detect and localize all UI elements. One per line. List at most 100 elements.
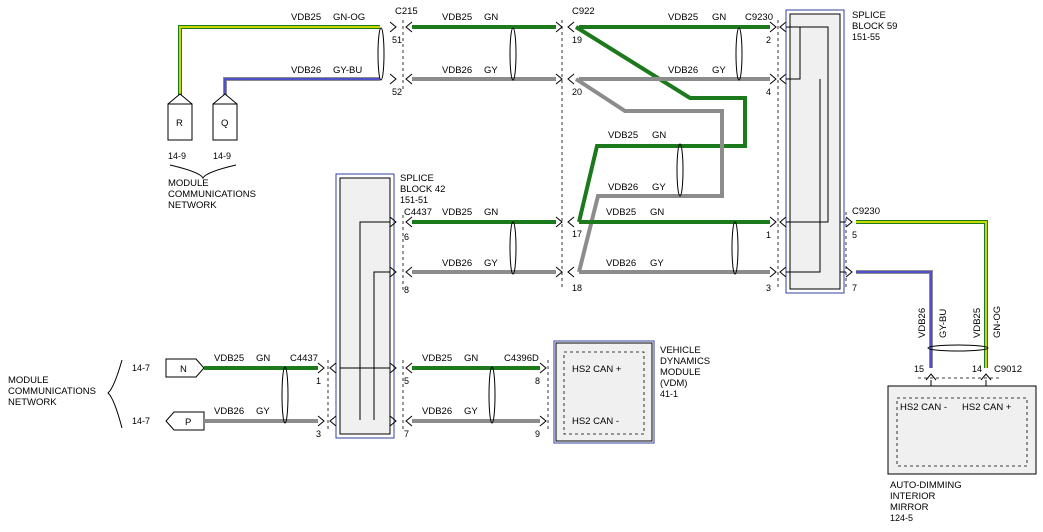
arrow-left-1a bbox=[317, 362, 325, 374]
arrow-18b bbox=[567, 266, 575, 278]
tag-p-label: P bbox=[185, 417, 191, 428]
connector-tag-n bbox=[165, 358, 205, 378]
pin-19: 19 bbox=[572, 35, 582, 45]
vdb26-label-2: VDB26 bbox=[442, 65, 472, 76]
gn-label-2: GN bbox=[484, 12, 498, 23]
arrow-c922-19a bbox=[555, 21, 563, 33]
c922-label: C922 bbox=[572, 6, 595, 17]
vdb26-label-5: VDB26 bbox=[442, 258, 472, 269]
pin-9-vdm: 9 bbox=[535, 429, 540, 439]
arrow-8b bbox=[405, 266, 413, 278]
splice42-line1: SPLICE bbox=[400, 173, 434, 184]
wire-vdb26-cross bbox=[574, 77, 724, 273]
pin-3-c9230: 3 bbox=[766, 283, 771, 293]
arrow-c9230-2b bbox=[779, 21, 787, 33]
ref-n: 14-7 bbox=[132, 363, 150, 373]
vdb26-label-1: VDB26 bbox=[291, 65, 321, 76]
splice-42-link-b bbox=[373, 271, 390, 420]
pin-51: 51 bbox=[392, 35, 402, 45]
arrow-c9230-3a bbox=[769, 266, 777, 278]
arrow-c9230-4b bbox=[779, 73, 787, 85]
ref-p: 14-7 bbox=[132, 416, 150, 426]
c4437-label-lower: C4437 bbox=[290, 353, 318, 364]
vdm-ref: 41-1 bbox=[660, 389, 678, 399]
gy-bu-label: GY-BU bbox=[333, 65, 362, 76]
mcn-top-line1: MODULE bbox=[168, 178, 209, 189]
c9230-label-right: C9230 bbox=[852, 206, 880, 217]
vdm-can-plus: HS2 CAN + bbox=[572, 364, 622, 375]
arrow-c9230-2a bbox=[769, 21, 777, 33]
gy-label-8: GY bbox=[464, 406, 478, 417]
arrow-17b bbox=[567, 216, 575, 228]
mcn-left-line2: COMMUNICATIONS bbox=[8, 386, 96, 397]
arrow-c9230-1a bbox=[769, 216, 777, 228]
ref-q: 14-9 bbox=[213, 151, 231, 161]
c4396d-label: C4396D bbox=[504, 353, 539, 364]
gn-label-4: GN bbox=[652, 130, 666, 141]
arrow-8-vdma bbox=[539, 362, 547, 374]
vdb25-label-mirror: VDB25 bbox=[972, 308, 983, 338]
connector-tag-r bbox=[167, 93, 193, 141]
pin-20: 20 bbox=[572, 87, 582, 97]
splice59-line1: SPLICE bbox=[852, 10, 886, 21]
vdb26-label-mirror: VDB26 bbox=[917, 308, 928, 338]
wire-vdb26-top-mcn bbox=[223, 77, 380, 104]
gy-bu-label-mirror: GY-BU bbox=[938, 309, 949, 338]
c215-label: C215 bbox=[395, 6, 418, 17]
arrow-18a bbox=[555, 266, 563, 278]
twist-6 bbox=[281, 366, 289, 424]
wire-vdb25-cross bbox=[574, 25, 747, 223]
pin-3-left: 3 bbox=[316, 429, 321, 439]
arrow-c922-19b bbox=[567, 21, 575, 33]
tag-r-label: R bbox=[176, 118, 183, 129]
vdb25-label-3: VDB25 bbox=[668, 12, 698, 23]
mcn-left-line3: NETWORK bbox=[8, 397, 57, 408]
splice-59-link-a bbox=[786, 26, 801, 80]
mirror-module bbox=[887, 385, 1037, 475]
gy-label-2: GY bbox=[484, 65, 498, 76]
gy-label-7: GY bbox=[256, 406, 270, 417]
arrow-left-3a bbox=[317, 415, 325, 427]
gn-label-8: GN bbox=[464, 353, 478, 364]
twist-4 bbox=[509, 221, 517, 275]
arrow-c215-52b bbox=[405, 73, 413, 85]
mirror-inner bbox=[896, 397, 1028, 467]
gn-og-label-mirror: GN-OG bbox=[992, 306, 1003, 338]
arrow-6b bbox=[405, 216, 413, 228]
vdm-line1: VEHICLE bbox=[660, 345, 701, 356]
splice59-ref: 151-55 bbox=[852, 32, 880, 42]
vdb25-label-8: VDB25 bbox=[422, 353, 452, 364]
splice59-line2: BLOCK 59 bbox=[852, 21, 897, 32]
arrow-14 bbox=[980, 373, 992, 381]
c9230-label-top: C9230 bbox=[745, 12, 773, 23]
wire-stripe-bu-mirror bbox=[856, 271, 932, 368]
tag-n-label: N bbox=[180, 364, 187, 375]
pin-2: 2 bbox=[766, 35, 771, 45]
arrow-9-vdma bbox=[539, 415, 547, 427]
mirror-ref: 124-5 bbox=[890, 513, 913, 523]
pin-5-c4437: 5 bbox=[404, 376, 409, 386]
splice-block-59 bbox=[789, 13, 841, 290]
mcn-left-line1: MODULE bbox=[8, 375, 49, 386]
gy-label-5: GY bbox=[484, 258, 498, 269]
arrow-6a bbox=[389, 216, 397, 228]
arrow-8a bbox=[389, 266, 397, 278]
arrow-left-1b bbox=[329, 362, 337, 374]
wire-stripe-og-mirror bbox=[856, 221, 987, 368]
twist-7 bbox=[488, 366, 496, 424]
pin-14: 14 bbox=[972, 364, 982, 374]
mcn-top-line2: COMMUNICATIONS bbox=[168, 189, 256, 200]
pin-17: 17 bbox=[572, 229, 582, 239]
pin-7-c4437: 7 bbox=[404, 429, 409, 439]
arrow-c9230-3b bbox=[779, 266, 787, 278]
gn-label-3: GN bbox=[712, 12, 726, 23]
pin-1-c9230: 1 bbox=[766, 230, 771, 240]
arrow-7b bbox=[405, 415, 413, 427]
pin-18: 18 bbox=[572, 283, 582, 293]
arrow-c922-20a bbox=[555, 73, 563, 85]
mirror-can-plus: HS2 CAN + bbox=[962, 402, 1012, 413]
splice-block-59-border bbox=[785, 9, 845, 294]
arrow-c215-51b bbox=[405, 21, 413, 33]
connector-tag-q bbox=[212, 93, 238, 141]
